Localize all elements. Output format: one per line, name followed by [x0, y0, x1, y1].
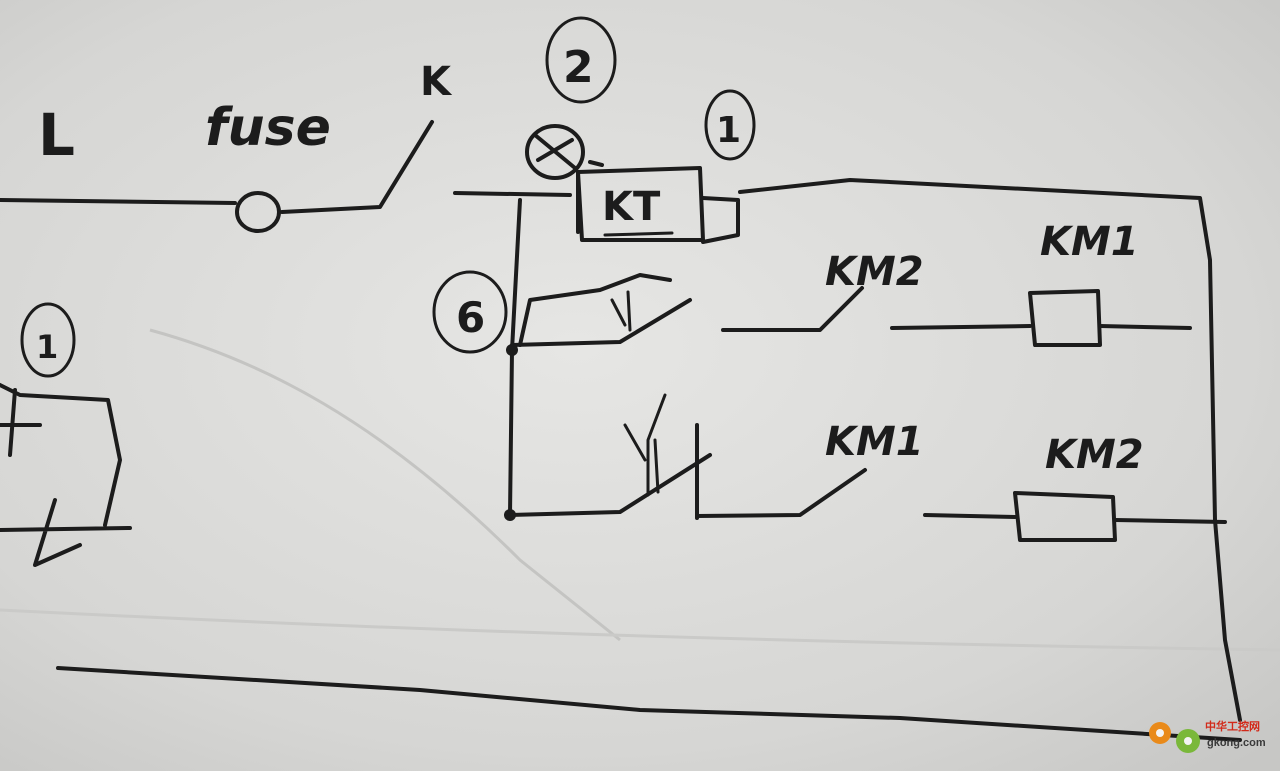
- right-rail: [738, 178, 1242, 722]
- input-wire: [0, 198, 237, 205]
- km2-contact: [721, 286, 864, 332]
- scribble-strokes: [533, 133, 604, 170]
- km1-contact: [695, 468, 867, 518]
- watermark-url: gkong.com: [1207, 737, 1266, 749]
- timer-contact-mark: [610, 290, 632, 332]
- km2-coil-lead-left: [923, 513, 1017, 519]
- label-switch: K: [420, 59, 453, 105]
- watermark-cn: 中华工控网: [1205, 719, 1260, 733]
- mark-1: 1: [716, 110, 741, 151]
- mark-2: 2: [563, 42, 594, 93]
- km2-contact-label: KM2: [825, 249, 924, 295]
- paper-fold: [0, 608, 1280, 652]
- mark-2-circle: [545, 16, 617, 104]
- fuse-symbol: [235, 191, 281, 233]
- watermark: 中华工控网 gkong.com: [1149, 719, 1266, 753]
- label-line: L: [38, 101, 75, 169]
- timer-contact: [510, 298, 692, 347]
- bus-top: [453, 191, 572, 197]
- km1-coil-label: KM1: [1040, 219, 1139, 265]
- km2-coil: [1013, 491, 1117, 542]
- scribble-mark: [525, 124, 585, 180]
- km1-coil: [1028, 289, 1102, 347]
- timer-underline: [603, 231, 674, 237]
- label-fuse: fuse: [205, 98, 331, 158]
- switch-k: [280, 120, 434, 214]
- left-fragment: [0, 383, 132, 567]
- km2-coil-lead-right: [1113, 518, 1227, 524]
- button-contact: [508, 453, 712, 517]
- mark-6-circle: [432, 270, 508, 354]
- timer-right-lead: [701, 196, 740, 244]
- km2-coil-label: KM2: [1045, 432, 1144, 478]
- button-actuator: [623, 393, 667, 497]
- junction-6: [506, 344, 518, 356]
- timer-branch-upper: [518, 273, 672, 347]
- paper-crease: [149, 328, 621, 642]
- mark-1-circle: [704, 89, 756, 161]
- mark-6: 6: [456, 293, 485, 342]
- left-mark-circle: [20, 302, 76, 378]
- left-mark: 1: [36, 328, 58, 366]
- bottom-return-wire: [56, 666, 1242, 742]
- km1-coil-lead-right: [1098, 324, 1192, 330]
- timer-label: KT: [602, 184, 661, 230]
- km1-contact-label: KM1: [825, 419, 924, 465]
- km1-coil-lead-left: [890, 324, 1032, 330]
